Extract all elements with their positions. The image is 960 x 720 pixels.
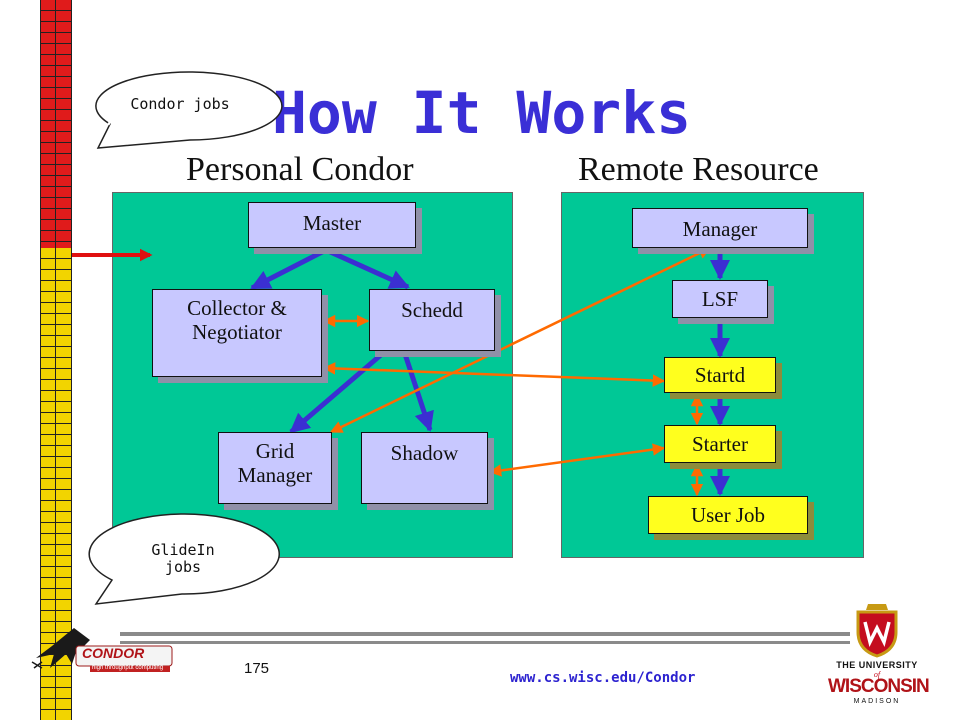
box-master-label: Master — [302, 211, 362, 235]
page-number: 175 — [244, 660, 270, 677]
callout-bubble-condor-jobs — [95, 71, 283, 149]
box-manager: Manager — [632, 208, 808, 248]
box-user-job-label: User Job — [690, 503, 766, 527]
footer-url: www.cs.wisc.edu/Condor — [510, 670, 696, 686]
callout-bubble-glidein-jobs — [88, 513, 280, 605]
uw-crest-icon — [856, 604, 898, 658]
arrow-master-collector — [250, 247, 328, 291]
slide-title: How It Works — [272, 79, 692, 147]
arrow-schedd-shadow — [402, 353, 434, 432]
condor-logo-tagline: high throughput computing — [92, 665, 164, 671]
box-shadow: Shadow — [361, 432, 488, 504]
callout-glidein-line2: jobs — [164, 558, 202, 576]
link-collector-startd — [322, 362, 666, 387]
box-master: Master — [248, 202, 416, 248]
left-red-bar — [40, 0, 72, 248]
box-schedd: Schedd — [369, 289, 495, 351]
box-grid-line1: Grid — [255, 439, 295, 463]
uw-line1: THE UNIVERSITY — [836, 660, 918, 670]
box-collector-line2: Negotiator — [192, 320, 282, 344]
link-shadow-starter — [488, 443, 666, 477]
box-grid-line2: Manager — [237, 463, 313, 487]
callout-glidein-line1: GlideIn — [151, 541, 215, 559]
box-collector-line1: Collector & — [187, 296, 287, 320]
left-bar-divider — [55, 0, 56, 720]
callout-condor-jobs-text: Condor jobs — [130, 95, 230, 113]
condor-logo — [31, 628, 173, 672]
box-schedd-label: Schedd — [401, 298, 463, 322]
box-lsf: LSF — [672, 280, 768, 318]
box-user-job: User Job — [648, 496, 808, 534]
box-lsf-label: LSF — [701, 287, 739, 311]
box-startd: Startd — [664, 357, 776, 393]
box-manager-label: Manager — [682, 217, 758, 241]
box-starter: Starter — [664, 425, 776, 463]
box-grid-manager: Grid Manager — [218, 432, 332, 504]
uw-name: WISCONSIN — [828, 676, 930, 697]
uw-line2: of — [873, 670, 881, 679]
heading-remote-resource: Remote Resource — [578, 151, 819, 188]
link-grid-manager — [329, 246, 712, 434]
box-shadow-label: Shadow — [390, 441, 459, 465]
box-collector-negotiator: Collector & Negotiator — [152, 289, 322, 377]
arrow-master-schedd — [324, 247, 410, 290]
box-starter-label: Starter — [692, 432, 748, 456]
footer-rule-top — [120, 632, 850, 636]
condor-logo-name: CONDOR — [82, 645, 145, 661]
uw-line3: MADISON — [853, 698, 901, 705]
footer-rule-bottom — [120, 641, 850, 644]
box-startd-label: Startd — [694, 363, 746, 387]
heading-personal-condor: Personal Condor — [186, 151, 414, 188]
